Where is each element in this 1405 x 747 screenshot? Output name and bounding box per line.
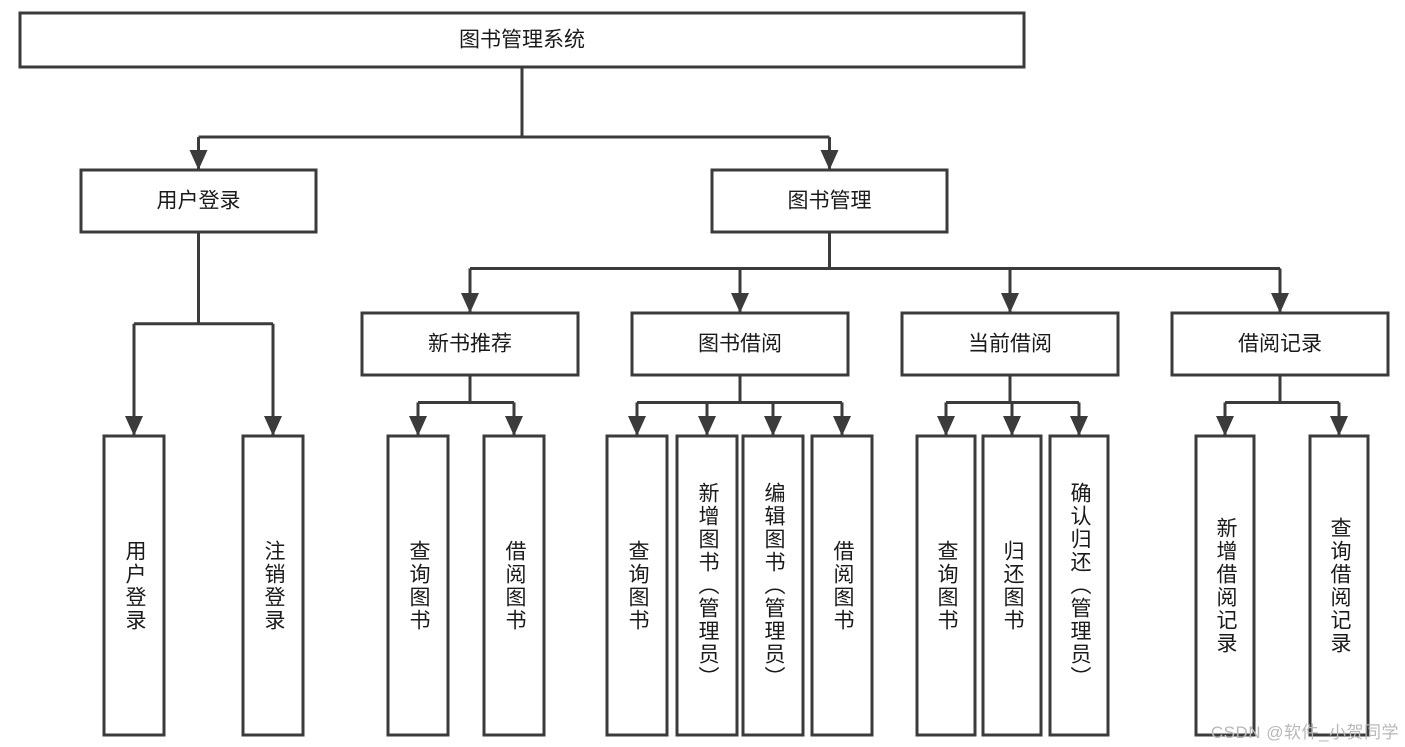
node-new-book-rec[interactable]: 新书推荐 xyxy=(360,311,580,377)
node-leaf-add-record[interactable] xyxy=(1194,434,1256,737)
node-box[interactable] xyxy=(18,11,1026,69)
arrow-head-icon xyxy=(505,416,523,436)
arrow-head-icon xyxy=(731,293,749,313)
node-root-root[interactable]: 图书管理系统 xyxy=(18,11,1026,69)
node-leaf-confirm-return[interactable] xyxy=(1048,434,1110,737)
node-current-borrow[interactable]: 当前借阅 xyxy=(900,311,1120,377)
node-label: 图书借阅 xyxy=(698,333,782,356)
arrow-head-icon xyxy=(1070,416,1088,436)
connector-layer xyxy=(125,67,1348,436)
node-leaf-logout[interactable] xyxy=(241,434,305,737)
node-leaf-user-login[interactable] xyxy=(102,434,166,737)
arrow-head-icon xyxy=(1001,293,1019,313)
arrow-head-icon xyxy=(125,416,143,436)
node-leaf-edit-book[interactable] xyxy=(741,434,805,737)
node-box[interactable] xyxy=(630,311,850,377)
node-box[interactable] xyxy=(1170,311,1390,377)
node-label: 图书管理 xyxy=(788,190,872,213)
arrow-head-icon xyxy=(264,416,282,436)
node-leaf-query-book-cur[interactable] xyxy=(915,434,977,737)
node-label: 当前借阅 xyxy=(968,333,1052,356)
arrow-head-icon xyxy=(698,416,716,436)
arrow-head-icon xyxy=(628,416,646,436)
arrow-head-icon xyxy=(1003,416,1021,436)
node-book-borrow[interactable]: 图书借阅 xyxy=(630,311,850,377)
node-borrow-record[interactable]: 借阅记录 xyxy=(1170,311,1390,377)
arrow-head-icon xyxy=(1330,416,1348,436)
node-box[interactable] xyxy=(79,168,318,234)
arrow-head-icon xyxy=(1216,416,1234,436)
node-box[interactable] xyxy=(710,168,949,234)
arrow-head-icon xyxy=(937,416,955,436)
node-leaf-query-book-rec[interactable] xyxy=(386,434,450,737)
node-leaf-return-book[interactable] xyxy=(981,434,1043,737)
node-label: 图书管理系统 xyxy=(459,29,585,52)
node-leaf-query-record[interactable] xyxy=(1308,434,1370,737)
node-leaf-add-book[interactable] xyxy=(675,434,739,737)
node-box[interactable] xyxy=(360,311,580,377)
arrow-head-icon xyxy=(833,416,851,436)
node-box[interactable] xyxy=(900,311,1120,377)
node-label: 新书推荐 xyxy=(428,333,512,356)
arrow-head-icon xyxy=(820,150,839,170)
node-user-login[interactable]: 用户登录 xyxy=(79,168,318,234)
node-leaf-query-book-borrow[interactable] xyxy=(605,434,669,737)
node-leaf-borrow-book-rec[interactable] xyxy=(482,434,546,737)
arrow-head-icon xyxy=(409,416,427,436)
leaf-node-layer xyxy=(102,434,1370,737)
node-book-manage[interactable]: 图书管理 xyxy=(710,168,949,234)
csdn-watermark: CSDN @软件_小贺同学 xyxy=(1210,723,1399,742)
arrow-head-icon xyxy=(189,150,208,170)
node-label: 借阅记录 xyxy=(1238,333,1322,356)
arrow-head-icon xyxy=(764,416,782,436)
node-label: 用户登录 xyxy=(157,190,241,213)
node-leaf-borrow-book[interactable] xyxy=(810,434,874,737)
arrow-head-icon xyxy=(461,293,479,313)
arrow-head-icon xyxy=(1271,293,1289,313)
